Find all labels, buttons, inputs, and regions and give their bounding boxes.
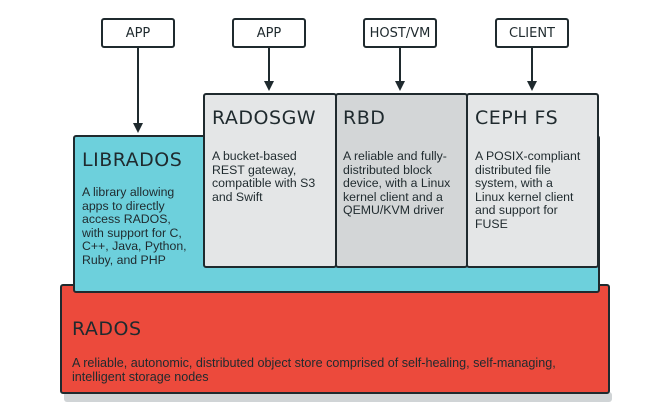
radosgw-desc-line: compatible with S3 xyxy=(212,176,316,191)
rados-desc-line: intelligent storage nodes xyxy=(72,370,209,384)
rbd-desc-line: device, with a Linux xyxy=(343,176,451,191)
radosgw-desc-line: A bucket-based xyxy=(212,149,297,163)
rados-shadow xyxy=(64,392,612,402)
rbd-title: RBD xyxy=(343,107,386,129)
rados-desc-line: A reliable, autonomic, distributed objec… xyxy=(72,356,556,370)
cephfs-desc-line: A POSIX-compliant xyxy=(475,149,581,163)
rbd-desc: A reliable and fully- distributed block … xyxy=(343,149,451,218)
cephfs-desc-line: system, with a xyxy=(475,176,553,191)
cephfs-desc-line: FUSE xyxy=(475,216,508,231)
cephfs-title: CEPH FS xyxy=(475,107,559,129)
app-label-radosgw: APP xyxy=(232,18,306,48)
cephfs-desc: A POSIX-compliant distributed file syste… xyxy=(475,149,581,232)
radosgw-desc: A bucket-based REST gateway, compatible … xyxy=(212,149,316,204)
rbd-desc-line: QEMU/KVM driver xyxy=(343,203,445,218)
radosgw-desc-line: and Swift xyxy=(212,189,263,204)
radosgw-desc-line: REST gateway, xyxy=(212,162,297,177)
cephfs-desc-line: distributed file xyxy=(475,162,551,177)
radosgw-box xyxy=(203,93,337,268)
rbd-desc-line: distributed block xyxy=(343,162,432,177)
cephfs-desc-line: Linux kernel client xyxy=(475,189,574,204)
host-vm-label: HOST/VM xyxy=(363,18,437,48)
librados-title: LIBRADOS xyxy=(82,149,183,171)
app-label-librados: APP xyxy=(101,18,175,48)
rados-box xyxy=(60,284,610,394)
rbd-box xyxy=(335,93,468,268)
cephfs-box xyxy=(466,93,599,268)
rados-title: RADOS xyxy=(72,318,142,340)
librados-desc-line: access RADOS, xyxy=(82,212,171,227)
librados-desc-line: C++, Java, Python, xyxy=(82,239,187,254)
librados-desc-line: with support for C, xyxy=(82,225,182,240)
librados-desc: A library allowing apps to directly acce… xyxy=(82,185,187,268)
rbd-desc-line: kernel client and a xyxy=(343,189,443,204)
rados-desc: A reliable, autonomic, distributed objec… xyxy=(72,356,556,384)
radosgw-title: RADOSGW xyxy=(212,107,317,129)
rbd-desc-line: A reliable and fully- xyxy=(343,149,447,163)
cephfs-desc-line: and support for xyxy=(475,203,558,218)
librados-desc-line: A library allowing xyxy=(82,185,175,199)
librados-desc-line: Ruby, and PHP xyxy=(82,252,166,267)
librados-desc-line: apps to directly xyxy=(82,198,165,213)
client-label: CLIENT xyxy=(495,18,569,48)
